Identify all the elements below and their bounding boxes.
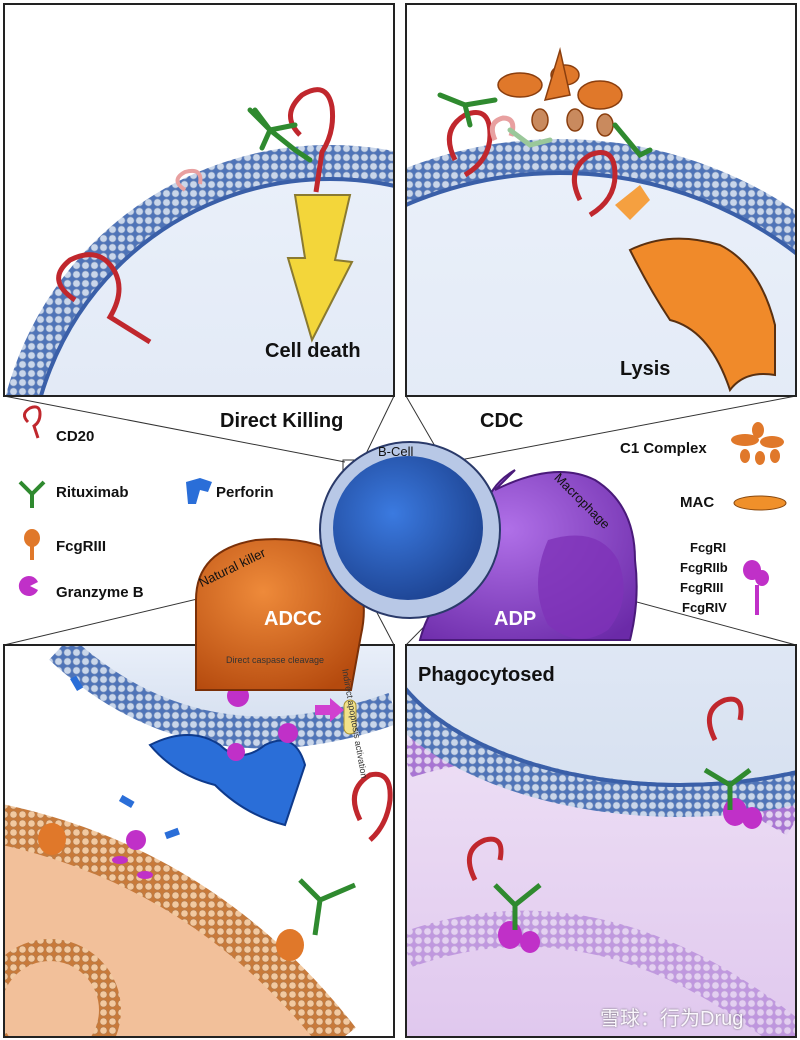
c1-legend-icon: [731, 422, 784, 465]
legend-granzyme: Granzyme B: [56, 584, 144, 601]
legend-perforin: Perforin: [216, 484, 274, 501]
fcgr3-legend-icon: [24, 529, 40, 560]
mac-legend-icon: [733, 495, 787, 511]
legend-fcgr3: FcgRIII: [56, 538, 107, 555]
cdc-label: CDC: [480, 410, 524, 432]
legend-cd20: CD20: [56, 428, 95, 445]
legend-mac: MAC: [680, 494, 715, 511]
caspase-note: Direct caspase cleavage: [226, 655, 325, 665]
macrophage-cell: [418, 469, 638, 641]
phagocytosed-caption: Phagocytosed: [418, 664, 555, 686]
b-cell: [319, 441, 501, 619]
legend-fcgr1: FcgRI: [690, 540, 727, 555]
direct-killing-label: Direct Killing: [220, 410, 344, 432]
perforin-legend-icon: [186, 478, 212, 504]
perforin-pore: [148, 734, 307, 827]
rituximab-icon: [247, 107, 313, 163]
watermark: 雪球：行为Drug: [600, 1008, 744, 1030]
c1-complex-icon: [497, 47, 623, 137]
panel-adp: [406, 645, 796, 1037]
legend-c1-complex: C1 Complex: [620, 440, 707, 457]
cd20-legend-icon: [23, 405, 42, 439]
adcc-label: ADCC: [264, 608, 322, 630]
mac-pore: [628, 237, 776, 393]
panel-direct-killing: [4, 4, 394, 396]
b-cell-label: B-Cell: [378, 444, 414, 459]
cell-death-arrow: [286, 194, 354, 343]
granzyme-legend-icon: [18, 576, 38, 596]
legend-rituximab: Rituximab: [56, 484, 129, 501]
panel-adcc: [4, 645, 394, 1037]
cell-death-caption: Cell death: [265, 340, 361, 362]
rituximab-legend-icon: [18, 480, 46, 508]
fcgr-legend-icon: [743, 560, 769, 615]
legend-fcgr4: FcgRIV: [682, 600, 727, 615]
legend-fcgr2b: FcgRIIb: [680, 560, 728, 575]
nk-cell: [195, 538, 365, 691]
adp-label: ADP: [494, 608, 537, 630]
panel-cdc: [406, 4, 796, 396]
lysis-caption: Lysis: [620, 358, 671, 380]
cd20-icon: [56, 87, 335, 345]
legend-fcgr3-macrophage: FcgRIII: [680, 580, 724, 595]
legend-icons: [18, 405, 787, 615]
